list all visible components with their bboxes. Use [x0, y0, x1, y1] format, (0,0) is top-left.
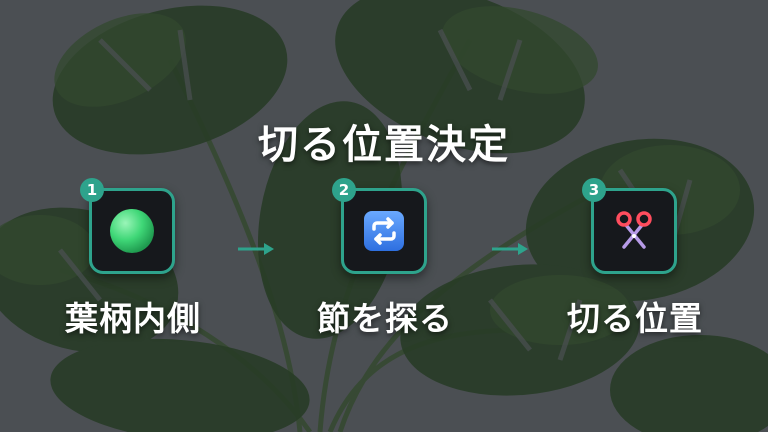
step-1: 1 葉柄内側	[38, 178, 228, 346]
step-label: 切る位置	[567, 299, 703, 338]
step-label: 葉柄内側	[65, 299, 201, 338]
step-3: 3 切る位置	[540, 178, 730, 346]
step-icon-card	[89, 188, 175, 274]
arrow-right-icon	[492, 243, 528, 255]
page-title: 切る位置決定	[258, 122, 510, 168]
arrow-right-icon	[238, 243, 274, 255]
step-2: 2 節を探る	[290, 178, 480, 346]
step-icon-card	[341, 188, 427, 274]
step-number-badge: 3	[582, 178, 606, 202]
scissors-icon	[616, 211, 652, 249]
green-sphere-icon	[110, 209, 154, 253]
step-number-badge: 1	[80, 178, 104, 202]
step-number-badge: 2	[332, 178, 356, 202]
repeat-arrows-icon	[364, 211, 404, 251]
step-icon-card	[591, 188, 677, 274]
step-label: 節を探る	[317, 299, 453, 338]
